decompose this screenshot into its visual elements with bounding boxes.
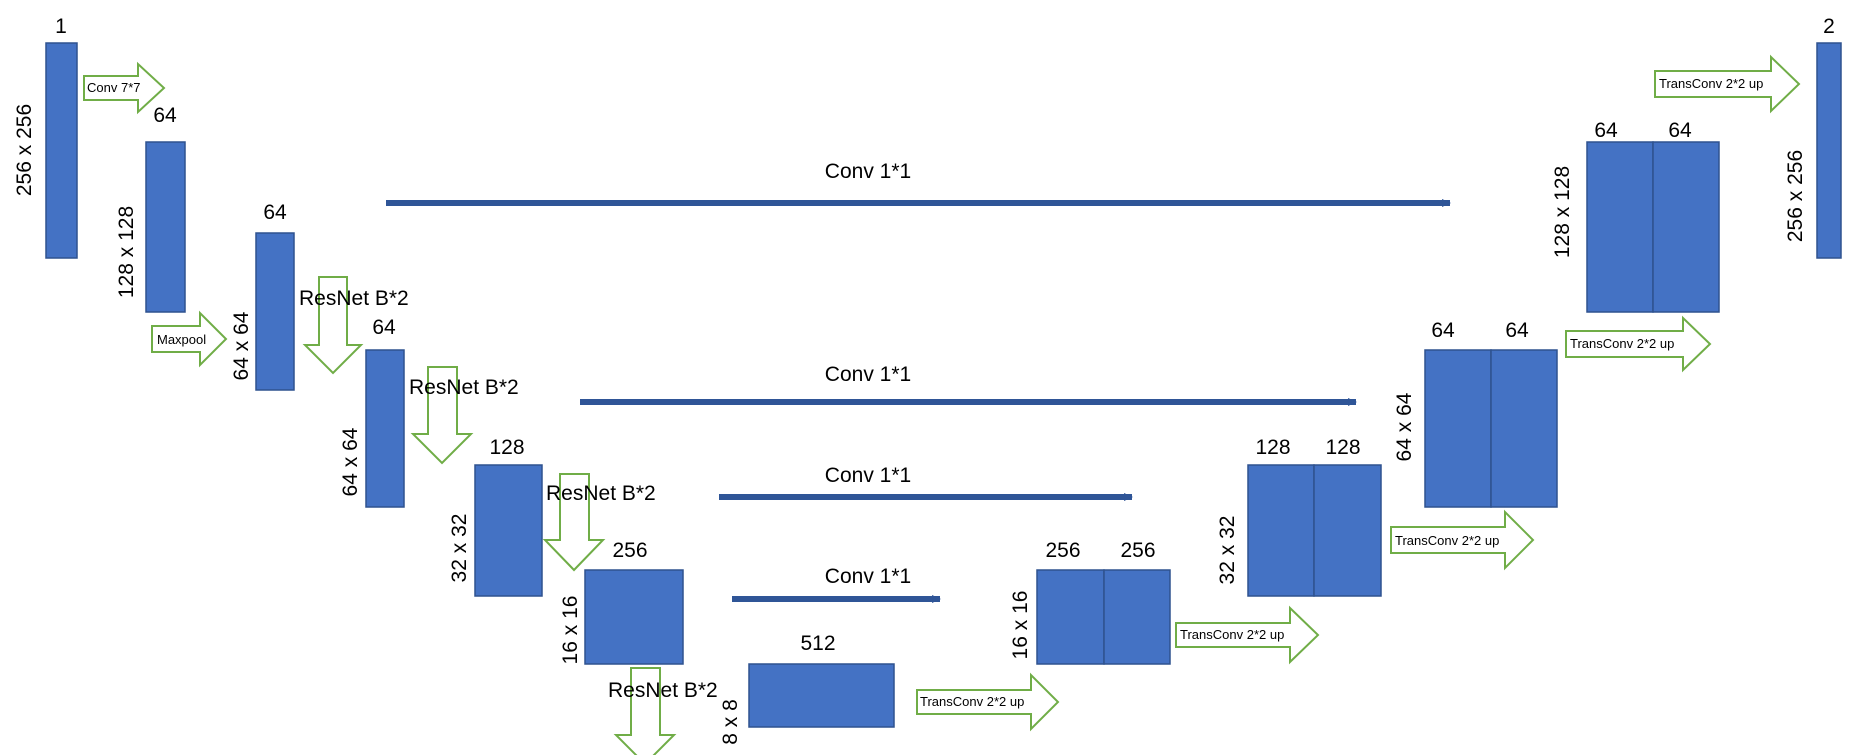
transconv-arrow-2: [1175, 605, 1320, 665]
dec1-left-block: [1036, 569, 1105, 665]
dec1-right-channels-label: 256: [1120, 539, 1155, 562]
enc5-size-label: 16 x 16: [559, 596, 582, 665]
dec2-left-block: [1247, 464, 1315, 597]
transconv-arrow-5-label: TransConv 2*2 up: [1659, 76, 1763, 91]
dec4-left-channels-label: 64: [1594, 119, 1618, 142]
dec1-size-label: 16 x 16: [1009, 591, 1032, 660]
resnet-arrow-2-label: ResNet B*2: [409, 376, 519, 399]
transconv-arrow-5: [1654, 54, 1801, 114]
enc1-channels-label: 64: [153, 104, 177, 127]
resnet-arrow-4: [613, 667, 677, 755]
conv7-arrow: [83, 61, 166, 115]
bottleneck-channels-label: 512: [800, 632, 835, 655]
transconv-arrow-1-label: TransConv 2*2 up: [920, 694, 1024, 709]
input-size-label: 256 x 256: [13, 104, 36, 196]
resnet-arrow-1: [302, 276, 364, 375]
skip-connection-3-label: Conv 1*1: [825, 464, 911, 487]
dec1-right-block: [1103, 569, 1171, 665]
enc4-size-label: 32 x 32: [448, 514, 471, 583]
dec2-right-channels-label: 128: [1325, 436, 1360, 459]
skip-connection-4-label: Conv 1*1: [825, 565, 911, 588]
enc1-size-label: 128 x 128: [115, 206, 138, 298]
dec3-left-block: [1424, 349, 1492, 508]
resnet-arrow-4-label: ResNet B*2: [608, 679, 718, 702]
dec3-right-channels-label: 64: [1505, 319, 1529, 342]
dec4-right-block: [1652, 141, 1720, 313]
transconv-arrow-4-label: TransConv 2*2 up: [1570, 336, 1674, 351]
resnet-arrow-1-label: ResNet B*2: [299, 287, 409, 310]
dec1-left-channels-label: 256: [1045, 539, 1080, 562]
input-block: [45, 42, 78, 259]
maxpool-arrow-label: Maxpool: [157, 332, 206, 347]
dec4-size-label: 128 x 128: [1551, 166, 1574, 258]
transconv-arrow-1: [916, 672, 1060, 732]
enc4-channels-label: 128: [489, 436, 524, 459]
dec3-right-block: [1490, 349, 1558, 508]
dec4-left-block: [1586, 141, 1654, 313]
resnet-arrow-3: [542, 473, 606, 572]
input-channels-label: 1: [55, 15, 67, 38]
output-channels-label: 2: [1823, 15, 1835, 38]
dec2-right-block: [1313, 464, 1382, 597]
enc2-channels-label: 64: [263, 201, 287, 224]
resnet-arrow-3-label: ResNet B*2: [546, 482, 656, 505]
enc5-channels-label: 256: [612, 539, 647, 562]
output-block: [1816, 42, 1842, 259]
transconv-arrow-3-label: TransConv 2*2 up: [1395, 533, 1499, 548]
skip-connection-2-label: Conv 1*1: [825, 363, 911, 386]
bottleneck-size-label: 8 x 8: [719, 699, 742, 745]
skip-connection-1-label: Conv 1*1: [825, 160, 911, 183]
dec3-left-channels-label: 64: [1431, 319, 1455, 342]
maxpool-arrow: [151, 310, 228, 368]
dec2-left-channels-label: 128: [1255, 436, 1290, 459]
enc4-block: [474, 464, 543, 597]
resnet-arrow-2: [410, 366, 474, 465]
dec2-size-label: 32 x 32: [1216, 516, 1239, 585]
enc3-channels-label: 64: [372, 316, 396, 339]
enc5-block: [584, 569, 684, 665]
transconv-arrow-2-label: TransConv 2*2 up: [1180, 627, 1284, 642]
dec3-size-label: 64 x 64: [1393, 392, 1416, 461]
enc1-block: [145, 141, 186, 313]
transconv-arrow-4: [1565, 315, 1712, 373]
conv7-arrow-label: Conv 7*7: [87, 80, 140, 95]
enc2-size-label: 64 x 64: [230, 311, 253, 380]
dec4-right-channels-label: 64: [1668, 119, 1692, 142]
enc3-size-label: 64 x 64: [339, 427, 362, 496]
output-size-label: 256 x 256: [1784, 150, 1807, 242]
enc3-block: [365, 349, 405, 508]
enc2-block: [255, 232, 295, 391]
transconv-arrow-3: [1390, 509, 1535, 571]
bottleneck-block: [748, 663, 895, 728]
